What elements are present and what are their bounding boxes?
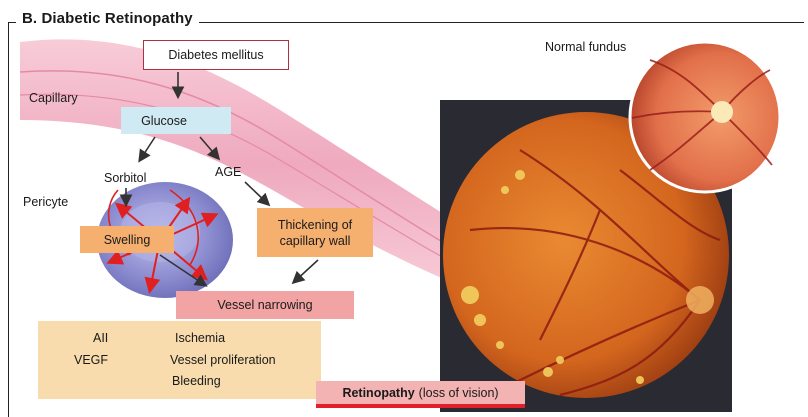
normal-fundus-label: Normal fundus bbox=[545, 40, 626, 54]
sorbitol-label: Sorbitol bbox=[104, 171, 146, 185]
retinopathy-box: Retinopathy (loss of vision) bbox=[316, 381, 525, 405]
diabetes-mellitus-box: Diabetes mellitus bbox=[143, 40, 289, 70]
normal-fundus-photo bbox=[630, 42, 780, 192]
vegf-label: VEGF bbox=[74, 353, 108, 367]
loss-of-vision-label: (loss of vision) bbox=[419, 386, 499, 400]
retinopathy-underline bbox=[316, 404, 525, 408]
ischemia-label: Ischemia bbox=[175, 331, 225, 345]
all-label: AII bbox=[93, 331, 108, 345]
swelling-box: Swelling bbox=[80, 226, 174, 253]
vessel-narrowing-box: Vessel narrowing bbox=[176, 291, 354, 319]
pericyte-label: Pericyte bbox=[23, 195, 68, 209]
capillary-label: Capillary bbox=[29, 91, 78, 105]
glucose-label: Glucose bbox=[141, 114, 187, 128]
age-label: AGE bbox=[215, 165, 241, 179]
glucose-box: Glucose bbox=[121, 107, 231, 134]
retinopathy-label: Retinopathy bbox=[342, 386, 414, 400]
thickening-box: Thickening of capillary wall bbox=[257, 208, 373, 257]
vessel-proliferation-label: Vessel proliferation bbox=[170, 353, 276, 367]
bleeding-label: Bleeding bbox=[172, 374, 221, 388]
